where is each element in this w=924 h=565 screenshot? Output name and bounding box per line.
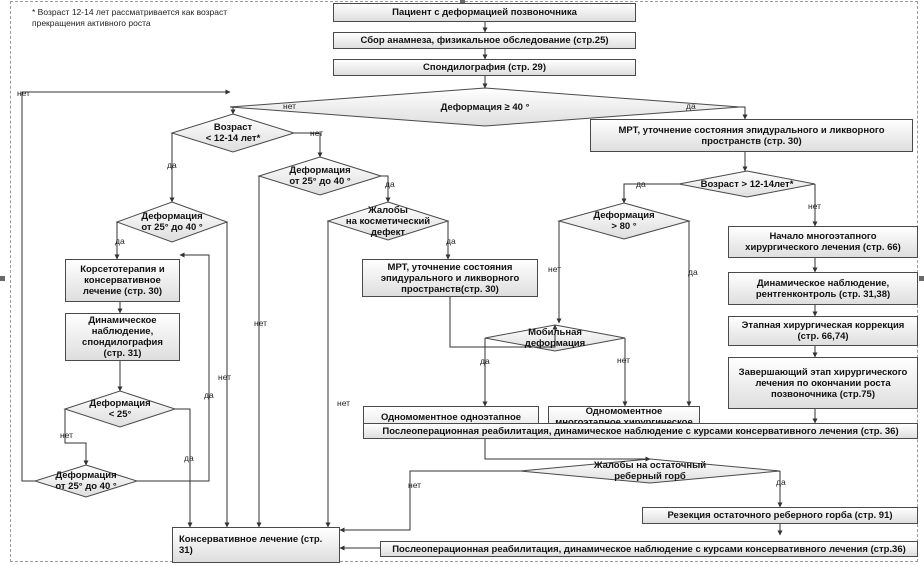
decision-mobile: Мобильная деформация: [524, 327, 586, 349]
label-no: нет: [617, 355, 631, 365]
decision-shape-cosmetic: [326, 201, 450, 241]
decision-def25-40-mid: Деформация от 25° до 40 °: [289, 165, 351, 187]
label-yes: да: [115, 236, 125, 246]
label-no: нет: [254, 318, 268, 328]
decision-shape-def-lt25: [63, 390, 177, 428]
footnote-age: * Возраст 12-14 лет рассматривается как …: [32, 7, 228, 28]
label-yes: да: [480, 356, 490, 366]
decision-shape-def40: [229, 87, 741, 127]
node-dynamic-spondylo: Динамическое наблюдение, спондилография …: [65, 313, 180, 361]
label-no: нет: [337, 398, 351, 408]
node-rehab-2: Послеоперационная реабилитация, динамиче…: [380, 541, 918, 557]
decision-shape-hump: [519, 458, 781, 484]
decision-shape-age-lt: [170, 113, 296, 153]
decision-age-gt: Возраст > 12-14лет*: [700, 178, 794, 190]
label-yes: да: [167, 160, 177, 170]
node-start: Пациент с деформацией позвоночника: [333, 3, 636, 22]
label-yes: да: [184, 453, 194, 463]
decision-def25-40-bottom: Деформация от 25° до 40 °: [55, 470, 117, 492]
decision-shape-def25-40-mid: [257, 156, 383, 196]
label-yes: да: [686, 101, 696, 111]
label-yes: да: [385, 179, 395, 189]
node-rehab-1: Послеоперационная реабилитация, динамиче…: [363, 423, 918, 439]
decision-def40: Деформация ≥ 40 °: [440, 101, 530, 113]
node-mrt-right: МРТ, уточнение состояния эпидурального и…: [590, 119, 913, 152]
node-mrt-mid: МРТ, уточнение состояния эпидурального и…: [362, 259, 538, 297]
label-no: нет: [310, 128, 324, 138]
label-yes: да: [688, 267, 698, 277]
decision-shape-def25-40-left: [115, 201, 229, 243]
label-no: нет: [808, 201, 822, 211]
decision-def25-40-left: Деформация от 25° до 40 °: [141, 211, 203, 233]
label-yes: да: [204, 390, 214, 400]
node-final-stage: Завершающий этап хирургического лечения …: [728, 357, 918, 409]
label-no: нет: [218, 372, 232, 382]
decision-hump: Жалобы на остаточный реберный горб: [593, 460, 707, 482]
label-yes: да: [446, 236, 456, 246]
node-anamnesis: Сбор анамнеза, физикальное обследование …: [333, 32, 636, 49]
label-yes: да: [776, 477, 786, 487]
label-no: нет: [17, 88, 31, 98]
node-conservative: Консервативное лечение (стр. 31): [172, 527, 340, 563]
decision-def-lt25: Деформация < 25°: [89, 398, 151, 420]
node-resection: Резекция остаточного реберного горба (ст…: [642, 507, 918, 524]
resize-handle-right: [919, 276, 924, 281]
label-no: нет: [408, 480, 422, 490]
node-dynamic-xray: Динамическое наблюдение, рентгенконтроль…: [728, 272, 918, 305]
label-no: нет: [60, 430, 74, 440]
node-staged-correction: Этапная хирургическая коррекция (стр. 66…: [728, 316, 918, 346]
label-no: нет: [548, 264, 562, 274]
resize-handle-left: [0, 276, 5, 281]
node-multistage-start: Начало многоэтапного хирургического лече…: [728, 226, 918, 258]
decision-shape-def25-40-bottom: [33, 464, 139, 498]
decision-shape-age-gt: [678, 170, 816, 198]
decision-def80: Деформация > 80 °: [593, 210, 655, 232]
decision-shape-def80: [557, 202, 691, 240]
resize-handle-top: [460, 0, 465, 3]
decision-age-lt: Возраст < 12-14 лет*: [205, 122, 261, 144]
label-yes: да: [636, 179, 646, 189]
label-no: нет: [283, 101, 297, 111]
decision-cosmetic: Жалобы на косметический дефект: [345, 205, 431, 238]
node-corset: Корсетотерапия и консервативное лечение …: [65, 259, 180, 302]
node-spondylography: Спондилография (стр. 29): [333, 59, 636, 76]
